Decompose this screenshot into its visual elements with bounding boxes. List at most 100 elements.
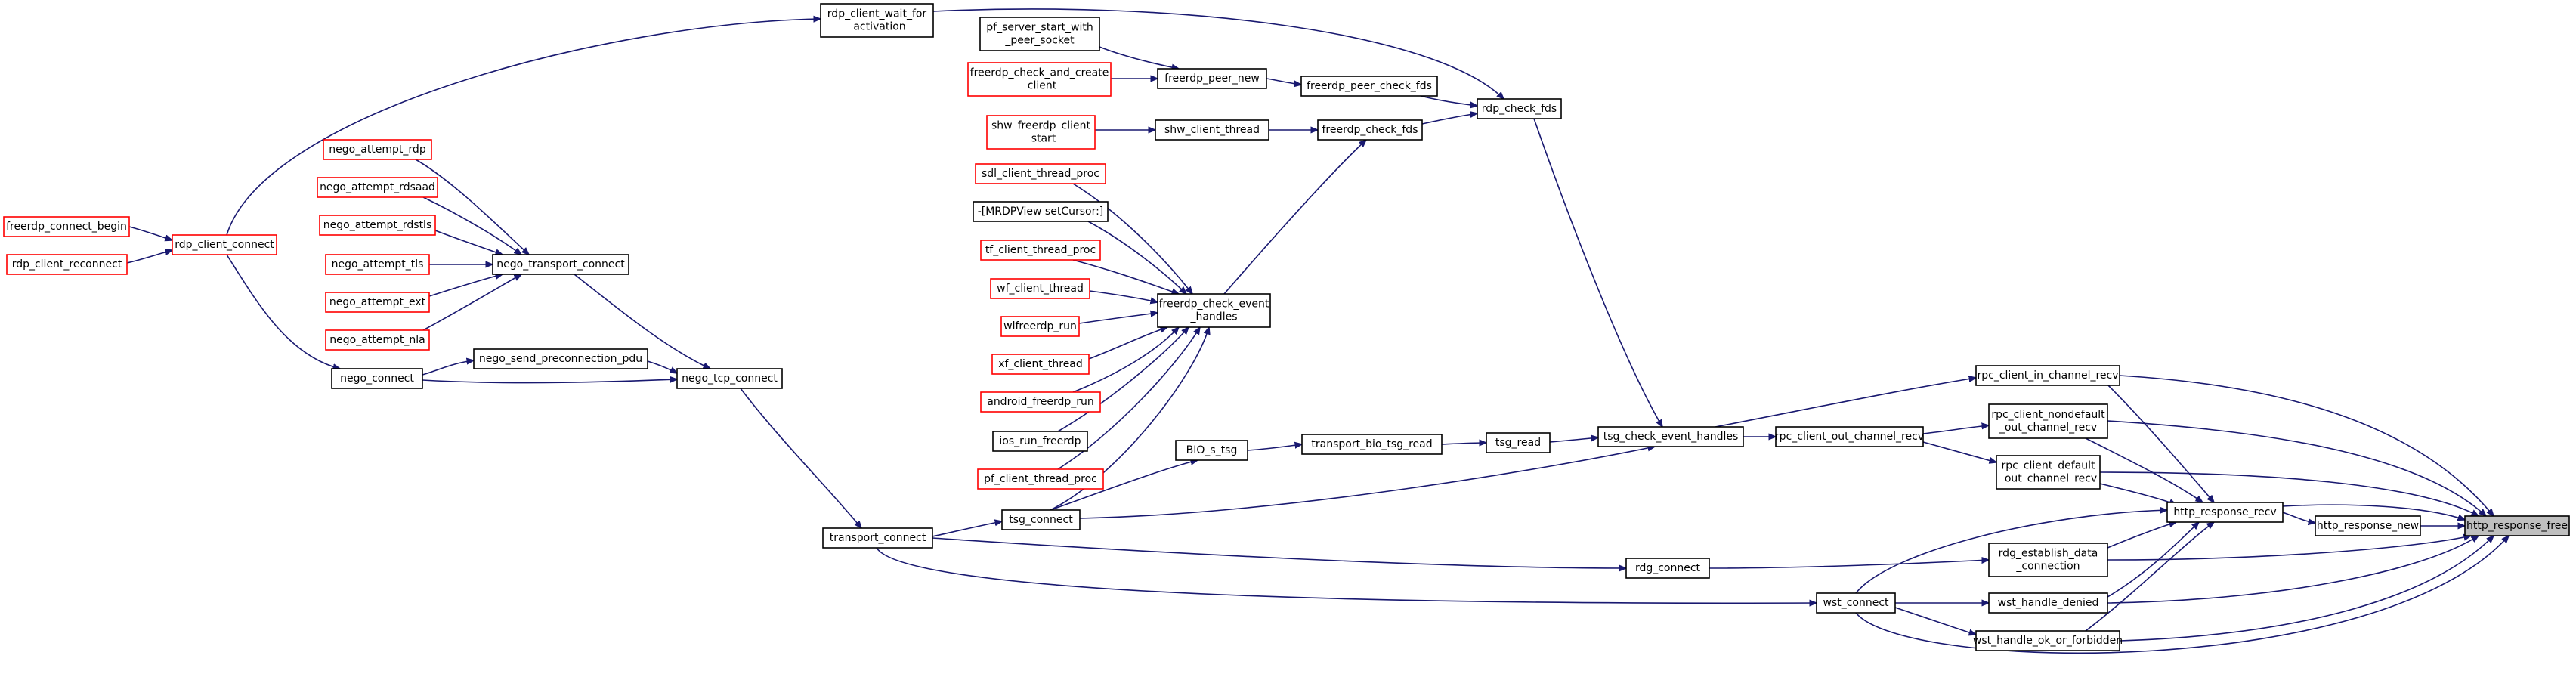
edge-nego_transport_connect-to-nego_tcp_connect bbox=[574, 274, 710, 369]
node-box bbox=[986, 115, 1096, 150]
node-box bbox=[325, 292, 430, 313]
node-wf_client_thread[interactable]: wf_client_thread bbox=[990, 278, 1090, 299]
node-rpc_client_default_out_channel_recv[interactable]: rpc_client_default_out_channel_recv bbox=[1996, 455, 2101, 490]
edge-rdp_client_reconnect-to-rdp_client_connect bbox=[126, 250, 172, 264]
node-label: rdp_client_wait_for bbox=[827, 8, 927, 20]
edge-rpc_client_out_channel_recv-to-rpc_client_default_out_channel_recv bbox=[1922, 441, 1996, 462]
edge-freerdp_connect_begin-to-rdp_client_connect bbox=[128, 226, 172, 240]
node-box bbox=[1175, 440, 1248, 461]
node-wst_connect[interactable]: wst_connect bbox=[1816, 592, 1896, 614]
node-nego_transport_connect[interactable]: nego_transport_connect bbox=[492, 254, 629, 275]
node-xf_client_thread[interactable]: xf_client_thread bbox=[991, 354, 1090, 375]
node-nego_attempt_rdsaad[interactable]: nego_attempt_rdsaad bbox=[317, 177, 438, 198]
edge-transport_bio_tsg_read-to-tsg_read bbox=[1441, 443, 1486, 444]
node-freerdp_peer_new[interactable]: freerdp_peer_new bbox=[1157, 68, 1267, 89]
node-label: nego_attempt_nla bbox=[329, 334, 425, 346]
edge-mrdpview_setcursor-to-freerdp_check_event_handles bbox=[1087, 221, 1186, 294]
node-label: nego_attempt_tls bbox=[332, 258, 424, 271]
node-shw_freerdp_client_start[interactable]: shw_freerdp_client_start bbox=[986, 115, 1096, 150]
node-label: -[MRDPView setCursor:] bbox=[978, 206, 1104, 218]
node-label: http_response_free bbox=[2466, 520, 2568, 532]
node-rdp_client_reconnect[interactable]: rdp_client_reconnect bbox=[6, 254, 128, 275]
node-nego_attempt_ext[interactable]: nego_attempt_ext bbox=[325, 292, 430, 313]
node-label: rpc_client_default bbox=[2001, 460, 2095, 472]
node-box bbox=[1001, 509, 1081, 530]
node-android_freerdp_run[interactable]: android_freerdp_run bbox=[980, 391, 1101, 413]
node-box bbox=[1988, 403, 2108, 439]
node-box bbox=[975, 163, 1106, 184]
node-freerdp_check_fds[interactable]: freerdp_check_fds bbox=[1317, 119, 1423, 141]
node-box bbox=[2315, 515, 2421, 536]
node-nego_attempt_rdstls[interactable]: nego_attempt_rdstls bbox=[319, 215, 436, 236]
node-rpc_client_out_channel_recv[interactable]: rpc_client_out_channel_recv bbox=[1775, 426, 1924, 447]
node-label: _handles bbox=[1189, 311, 1237, 323]
node-label: freerdp_check_event bbox=[1159, 298, 1269, 311]
edge-wst_handle_denied-to-http_response_recv bbox=[2107, 522, 2199, 598]
node-mrdpview_setcursor[interactable]: -[MRDPView setCursor:] bbox=[973, 201, 1109, 222]
node-freerdp_connect_begin[interactable]: freerdp_connect_begin bbox=[3, 216, 130, 237]
node-label: transport_bio_tsg_read bbox=[1311, 438, 1432, 450]
node-transport_connect[interactable]: transport_connect bbox=[822, 527, 933, 549]
node-wst_handle_denied[interactable]: wst_handle_denied bbox=[1988, 592, 2108, 614]
node-freerdp_check_and_create_client[interactable]: freerdp_check_and_create_client bbox=[967, 62, 1112, 97]
node-transport_bio_tsg_read[interactable]: transport_bio_tsg_read bbox=[1301, 434, 1443, 455]
node-nego_connect[interactable]: nego_connect bbox=[331, 368, 423, 389]
node-nego_tcp_connect[interactable]: nego_tcp_connect bbox=[676, 368, 783, 389]
node-label: nego_send_preconnection_pdu bbox=[479, 353, 642, 365]
edge-nego_attempt_nla-to-nego_transport_connect bbox=[422, 274, 521, 331]
node-tsg_connect[interactable]: tsg_connect bbox=[1001, 509, 1081, 530]
edge-nego_attempt_ext-to-nego_transport_connect bbox=[428, 274, 503, 297]
edge-wst_connect-to-http_response_free bbox=[1855, 536, 2509, 654]
node-label: tsg_read bbox=[1495, 437, 1541, 449]
node-tsg_check_event_handles[interactable]: tsg_check_event_handles bbox=[1597, 426, 1744, 447]
node-pf_client_thread_proc[interactable]: pf_client_thread_proc bbox=[977, 468, 1104, 490]
node-label: wst_handle_denied bbox=[1998, 597, 2099, 609]
node-freerdp_peer_check_fds[interactable]: freerdp_peer_check_fds bbox=[1300, 76, 1438, 97]
node-box bbox=[980, 240, 1101, 261]
node-ios_run_freerdp[interactable]: ios_run_freerdp bbox=[992, 431, 1088, 452]
edge-freerdp_peer_check_fds-to-rdp_check_fds bbox=[1420, 95, 1477, 106]
node-freerdp_check_event_handles[interactable]: freerdp_check_event_handles bbox=[1157, 293, 1271, 328]
node-label: http_response_new bbox=[2317, 520, 2419, 532]
node-label: _out_channel_recv bbox=[1999, 473, 2097, 485]
node-box bbox=[1486, 432, 1551, 453]
edge-nego_tcp_connect-to-transport_connect bbox=[740, 388, 861, 528]
node-label: _client bbox=[1022, 80, 1057, 92]
node-rdg_connect[interactable]: rdg_connect bbox=[1625, 558, 1710, 579]
node-rdp_check_fds[interactable]: rdp_check_fds bbox=[1477, 98, 1562, 119]
node-label: nego_attempt_rdstls bbox=[323, 219, 432, 231]
node-tf_client_thread_proc[interactable]: tf_client_thread_proc bbox=[980, 240, 1101, 261]
node-nego_attempt_nla[interactable]: nego_attempt_nla bbox=[325, 329, 430, 351]
node-shw_client_thread[interactable]: shw_client_thread bbox=[1155, 119, 1269, 141]
edge-tsg_connect-to-freerdp_check_event_handles bbox=[1050, 327, 1209, 511]
node-sdl_client_thread_proc[interactable]: sdl_client_thread_proc bbox=[975, 163, 1106, 184]
node-http_response_recv[interactable]: http_response_recv bbox=[2166, 502, 2284, 523]
node-box bbox=[3, 216, 130, 237]
edge-rdp_client_wait_for_activation-to-rdp_check_fds bbox=[932, 8, 1504, 99]
edge-tsg_check_event_handles-to-rpc_client_in_channel_recv bbox=[1715, 378, 1976, 428]
node-box bbox=[317, 177, 438, 198]
node-rpc_client_nondefault_out_channel_recv[interactable]: rpc_client_nondefault_out_channel_recv bbox=[1988, 403, 2108, 439]
edge-freerdp_check_event_handles-to-freerdp_check_fds bbox=[1223, 140, 1366, 295]
node-tsg_read[interactable]: tsg_read bbox=[1486, 432, 1551, 453]
node-label: rpc_client_out_channel_recv bbox=[1775, 431, 1924, 443]
node-box bbox=[1300, 76, 1438, 97]
edge-rpc_client_in_channel_recv-to-http_response_free bbox=[2119, 375, 2494, 516]
node-wst_handle_ok_or_forbidden[interactable]: wst_handle_ok_or_forbidden bbox=[1973, 630, 2123, 651]
node-rdp_client_connect[interactable]: rdp_client_connect bbox=[172, 234, 277, 255]
node-nego_attempt_tls[interactable]: nego_attempt_tls bbox=[325, 254, 430, 275]
node-label: wf_client_thread bbox=[997, 283, 1084, 295]
node-nego_send_preconnection_pdu[interactable]: nego_send_preconnection_pdu bbox=[473, 348, 648, 369]
node-BIO_s_tsg[interactable]: BIO_s_tsg bbox=[1175, 440, 1248, 461]
node-http_response_free[interactable]: http_response_free bbox=[2464, 515, 2570, 536]
node-rdp_client_wait_for_activation[interactable]: rdp_client_wait_for_activation bbox=[820, 3, 934, 38]
node-pf_server_start_with_peer_socket[interactable]: pf_server_start_with_peer_socket bbox=[979, 17, 1100, 51]
node-rdg_establish_data_connection[interactable]: rdg_establish_data_connection bbox=[1988, 543, 2108, 577]
node-rpc_client_in_channel_recv[interactable]: rpc_client_in_channel_recv bbox=[1975, 365, 2120, 386]
node-http_response_new[interactable]: http_response_new bbox=[2315, 515, 2421, 536]
node-wlfreerdp_run[interactable]: wlfreerdp_run bbox=[1000, 316, 1080, 337]
node-label: sdl_client_thread_proc bbox=[982, 168, 1099, 180]
node-box bbox=[1157, 68, 1267, 89]
node-nego_attempt_rdp[interactable]: nego_attempt_rdp bbox=[323, 139, 432, 160]
edge-pf_server_start_with_peer_socket-to-freerdp_peer_new bbox=[1099, 46, 1179, 69]
